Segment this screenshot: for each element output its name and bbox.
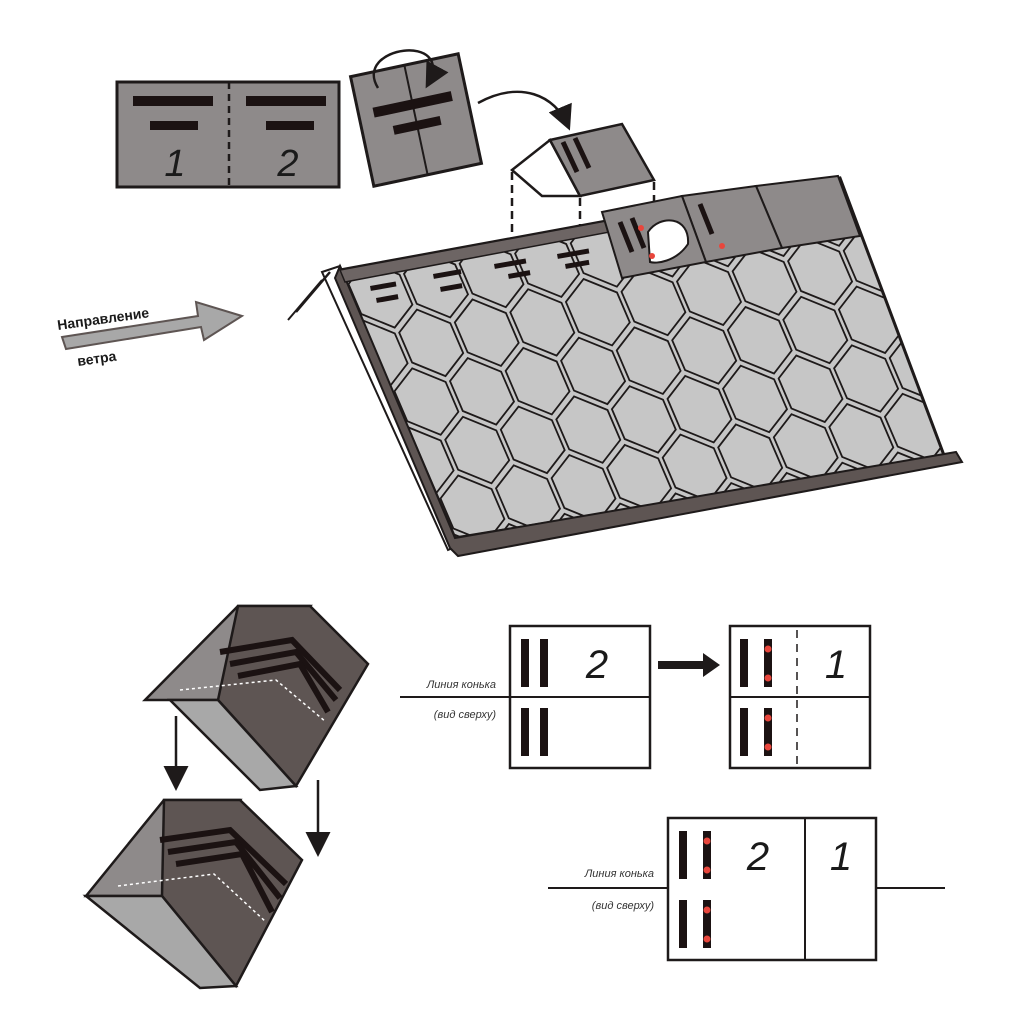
sheet-part-1-label: 1 bbox=[164, 143, 185, 185]
shingle-tab bbox=[853, 110, 917, 176]
shingle-tab bbox=[787, 237, 854, 306]
shingle-tab bbox=[934, 441, 945, 510]
shingle-tab bbox=[555, 395, 622, 464]
shingle-tab bbox=[898, 216, 945, 286]
shingle-tab bbox=[893, 275, 945, 344]
sheet-part-2-label: 2 bbox=[276, 143, 298, 185]
wind-label-line2: ветра bbox=[76, 348, 117, 369]
shingle-tab bbox=[675, 257, 743, 327]
ridge-sheet-1-2: 1 2 bbox=[115, 80, 341, 189]
shingle-tab bbox=[721, 364, 789, 434]
shingle-tab bbox=[929, 499, 945, 538]
shingle-tab bbox=[439, 474, 506, 538]
shingle-tab bbox=[458, 239, 525, 309]
shingle-tab bbox=[564, 277, 631, 347]
view-label-b: (вид сверху) bbox=[592, 900, 655, 912]
top-view-a: Линия конька (вид сверху) 2 1 bbox=[400, 624, 872, 770]
shingle-tab bbox=[653, 552, 717, 618]
shingle-tab bbox=[939, 382, 945, 452]
shingle-tab bbox=[833, 344, 900, 413]
nail-mark bbox=[638, 225, 644, 231]
shingle-tab bbox=[777, 354, 844, 424]
shingle-tab bbox=[671, 316, 738, 385]
shingle-tab bbox=[499, 405, 566, 475]
ridge-cap-lower bbox=[82, 798, 304, 990]
roof-edge bbox=[333, 263, 964, 558]
shingle-tab bbox=[393, 367, 460, 436]
shingle-tab bbox=[763, 530, 830, 538]
shingle-tab bbox=[666, 374, 733, 444]
shingle-tab bbox=[996, 373, 1024, 440]
folded-sheet-tile bbox=[348, 49, 484, 188]
shingle-tab bbox=[610, 385, 677, 454]
shingle-tab bbox=[902, 178, 945, 227]
shingle-tab bbox=[909, 100, 973, 167]
shingle-tab bbox=[504, 346, 571, 416]
top-view-b-number-1: 1 bbox=[830, 835, 852, 879]
top-view-b: Линия конька (вид сверху) 2 1 bbox=[548, 816, 945, 962]
roof bbox=[287, 100, 1024, 659]
shingle-tab bbox=[615, 326, 682, 395]
shingle-tab bbox=[448, 357, 516, 426]
top-view-a-number-2: 2 bbox=[585, 643, 608, 687]
view-label-a: (вид сверху) bbox=[434, 709, 497, 721]
shingle-tab bbox=[987, 491, 1024, 558]
shingle-tab bbox=[955, 207, 1019, 274]
shingle-tab bbox=[444, 415, 511, 485]
shingle-tab bbox=[598, 562, 662, 629]
shingle-tab bbox=[402, 249, 470, 319]
shingle-tab bbox=[620, 267, 687, 337]
wind-direction-arrow: Направление ветра bbox=[56, 300, 245, 369]
move-arrow bbox=[477, 90, 572, 131]
top-view-b-number-2: 2 bbox=[746, 835, 769, 879]
ridge-cap-upper bbox=[142, 604, 370, 792]
shingle-tab bbox=[709, 542, 773, 609]
shingle-tab bbox=[431, 593, 495, 659]
shingle-tab bbox=[782, 295, 849, 365]
shift-arrow bbox=[658, 653, 720, 677]
shingle-tab bbox=[991, 432, 1024, 499]
installed-ridge-tiles bbox=[600, 174, 862, 280]
top-view-a-number-1: 1 bbox=[825, 643, 847, 687]
shingle-tab bbox=[944, 323, 945, 393]
shingle-tab bbox=[560, 336, 627, 406]
shingle-tab bbox=[726, 305, 793, 375]
ridge-line-label-a: Линия конька bbox=[426, 679, 496, 691]
nail-mark bbox=[719, 243, 725, 249]
shingle-tab bbox=[874, 510, 941, 538]
shingle-tab bbox=[731, 247, 798, 316]
shingle-tab bbox=[398, 308, 465, 378]
shingle-tab bbox=[950, 266, 1014, 333]
fold-arrow bbox=[372, 49, 449, 89]
shingle-tab bbox=[514, 229, 581, 298]
shingle-tab bbox=[453, 298, 520, 367]
ridge-cap-piece bbox=[510, 122, 656, 268]
nail-mark bbox=[649, 253, 655, 259]
shingle-tab bbox=[818, 520, 885, 538]
ridge-line-label-b: Линия конька bbox=[584, 868, 654, 880]
shingle-tab bbox=[1001, 315, 1024, 382]
shingle-tab bbox=[509, 288, 576, 357]
